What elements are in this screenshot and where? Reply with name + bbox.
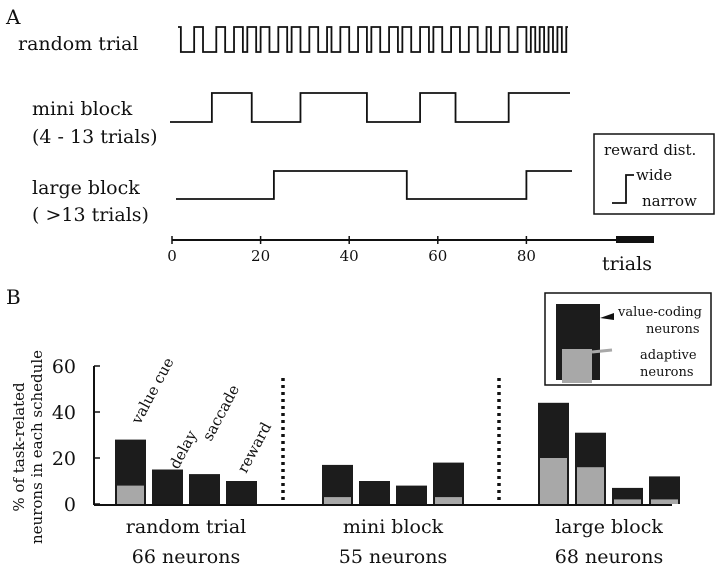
schedule-signals — [170, 26, 572, 200]
y-tick-label: 60 — [52, 356, 76, 378]
signal-mini-block — [170, 92, 570, 123]
category-label: reward — [234, 419, 276, 476]
category-label: value cue — [127, 354, 177, 427]
trial-tick-label: 0 — [167, 247, 177, 265]
bar-adaptive-2-2 — [614, 499, 641, 504]
legend-wide: wide — [636, 166, 672, 184]
panel-b-label: B — [6, 285, 21, 309]
legend-swatch-adaptive — [562, 349, 592, 383]
step-icon — [612, 174, 634, 204]
bar-value-0-2 — [189, 474, 220, 504]
bar-adaptive-1-3 — [435, 497, 462, 504]
legend-box — [593, 133, 715, 215]
y-tick-label: 40 — [52, 402, 76, 424]
bar-legend-box — [544, 292, 712, 386]
legend-narrow: narrow — [642, 192, 697, 210]
group-neurons: 66 neurons — [132, 546, 240, 568]
legend-pointer-value — [600, 313, 614, 320]
bar-adaptive-2-3 — [651, 499, 678, 504]
legend-pointer-adaptive — [591, 348, 613, 354]
group-label: large block — [555, 516, 663, 538]
group-label: mini block — [343, 516, 444, 538]
group-neurons: 68 neurons — [555, 546, 663, 568]
y-axis-label: % of task-related neurons in each schedu… — [10, 350, 46, 544]
bar-adaptive-1-0 — [324, 497, 351, 504]
legend-adaptive-line1: adaptive — [640, 348, 697, 363]
legend-adaptive-line2: neurons — [640, 365, 694, 380]
row-label-random: random trial — [18, 33, 139, 55]
signal-large-block — [176, 170, 572, 200]
y-tick-label: 0 — [64, 494, 76, 516]
trials-label: trials — [602, 253, 652, 275]
axis-arrow — [616, 236, 654, 243]
bar-adaptive-2-0 — [540, 458, 567, 504]
trial-tick-label: 80 — [517, 247, 536, 265]
y-tick-label: 20 — [52, 448, 76, 470]
group-label: random trial — [126, 516, 247, 538]
trial-tick-label: 40 — [340, 247, 359, 265]
row-label-mini: mini block — [32, 98, 133, 120]
category-label: saccade — [199, 382, 244, 444]
reward-dist-legend: reward dist. wide narrow — [593, 133, 715, 215]
category-label: delay — [166, 427, 201, 472]
row-label-large: large block — [32, 177, 140, 199]
row-sublabel-large: ( >13 trials) — [32, 204, 149, 226]
trial-tick-label: 60 — [428, 247, 447, 265]
bar-value-0-1 — [152, 469, 183, 504]
bar-value-0-3 — [226, 481, 257, 504]
row-sublabel-mini: (4 - 13 trials) — [32, 126, 158, 148]
bar-value-1-1 — [359, 481, 390, 504]
bar-chart: 0 20 40 60 random trial 66 neurons mini block 5… — [52, 354, 680, 568]
y-label-line-2: neurons in each schedule — [28, 350, 46, 544]
group-neurons: 55 neurons — [339, 546, 447, 568]
trial-axis: 0 20 40 60 80 — [167, 236, 654, 265]
bar-value-1-2 — [396, 485, 427, 504]
bar-adaptive-2-1 — [577, 467, 604, 504]
bar-legend: value-coding neurons adaptive neurons — [544, 292, 712, 386]
panel-a-label: A — [5, 5, 21, 29]
bar-adaptive-0-0 — [117, 485, 144, 504]
legend-title: reward dist. — [604, 141, 696, 159]
signal-random-trial — [178, 26, 568, 53]
legend-value-line2: neurons — [646, 322, 700, 337]
y-label-line-1: % of task-related — [10, 382, 28, 512]
trial-tick-label: 20 — [251, 247, 270, 265]
legend-value-line1: value-coding — [617, 305, 702, 320]
